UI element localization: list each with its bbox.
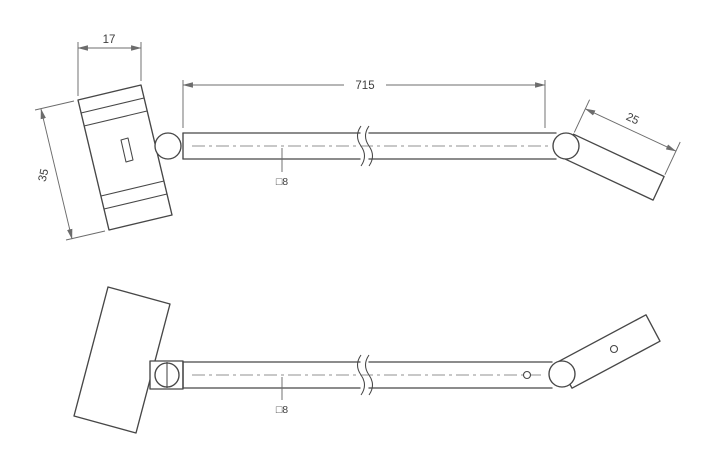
end-piece-hole	[609, 344, 619, 354]
head-layer-line	[83, 110, 148, 127]
bottom-view: □8	[73, 286, 661, 434]
dim-end-length-label: 25	[624, 111, 641, 127]
callout-bar-section-bottom: □8	[276, 377, 288, 416]
right-hinge-knuckle	[552, 132, 580, 160]
head-block	[77, 84, 173, 231]
dim-bar-length-label: 715	[355, 80, 374, 92]
dim-head-length-label: 35	[37, 168, 52, 183]
head-layer-line	[103, 193, 168, 210]
right-hinge-knuckle	[548, 360, 576, 388]
head-layer-line	[100, 180, 165, 197]
head-layer-line	[80, 97, 145, 114]
bar	[182, 354, 553, 396]
dimension-head-length: 35	[34, 100, 106, 241]
head-outline	[73, 286, 171, 434]
dimension-end-length: 25	[573, 99, 681, 175]
bar-hole	[522, 370, 532, 380]
bar	[182, 125, 557, 167]
dimension-head-width: 17	[77, 34, 142, 96]
left-hinge	[149, 360, 184, 390]
dim-bar-section-top-label: □8	[276, 176, 288, 188]
head-slot	[120, 137, 134, 163]
dimension-bar-length: 715	[182, 80, 546, 128]
top-view: 17 35 715 25 □8	[34, 34, 681, 241]
left-hinge-knuckle	[154, 132, 182, 160]
dim-head-width-label: 17	[103, 34, 116, 46]
dim-bar-section-bottom-label: □8	[276, 404, 288, 416]
callout-bar-section-top: □8	[276, 148, 288, 188]
